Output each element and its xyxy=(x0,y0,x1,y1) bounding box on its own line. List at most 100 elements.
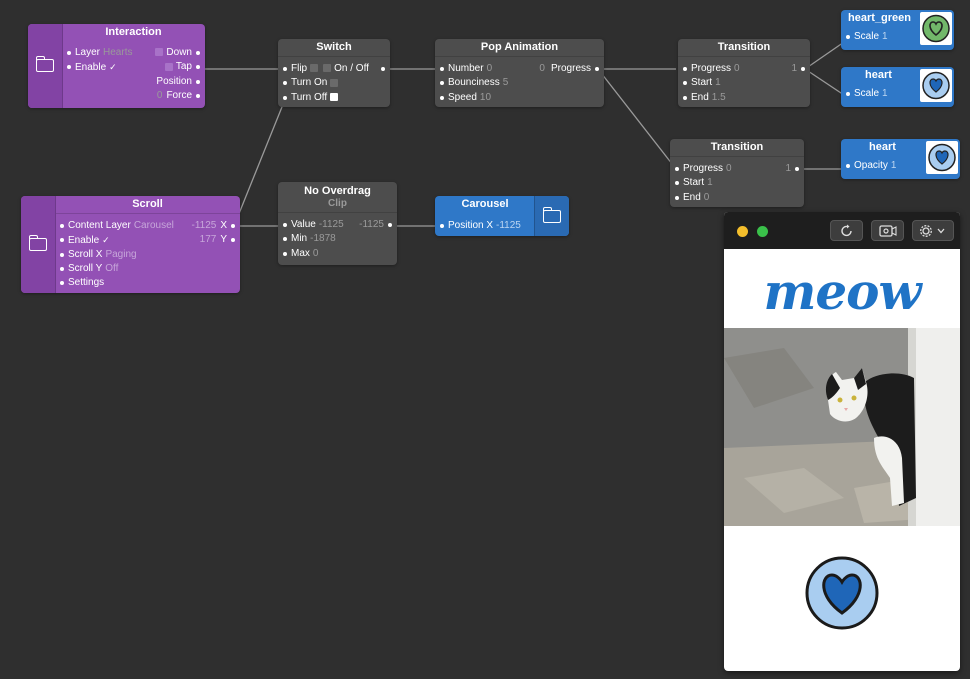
port-in[interactable] xyxy=(67,51,71,55)
cat-photo[interactable] xyxy=(724,328,960,526)
refresh-button[interactable] xyxy=(830,220,863,241)
pulse-button-icon[interactable] xyxy=(330,92,339,101)
port-out[interactable] xyxy=(196,65,200,70)
port-in[interactable] xyxy=(60,281,64,286)
port-out[interactable] xyxy=(196,51,200,55)
port-in[interactable] xyxy=(846,92,850,96)
transition-2-output[interactable]: 1 xyxy=(782,162,804,176)
transition-1-output[interactable]: 1 xyxy=(788,62,810,76)
pulse-button-icon[interactable] xyxy=(323,64,332,73)
port-in[interactable] xyxy=(846,35,850,39)
record-button[interactable] xyxy=(871,220,904,241)
port-in[interactable] xyxy=(683,67,687,71)
port-out[interactable] xyxy=(795,167,799,171)
port-in[interactable] xyxy=(60,266,64,271)
no-overdrag-patch[interactable]: No Overdrag Clip Value-1125 Min-1878 Max… xyxy=(278,182,397,265)
port-out[interactable] xyxy=(196,93,200,98)
port-in[interactable] xyxy=(846,164,850,168)
port-in[interactable] xyxy=(283,67,287,71)
port-in[interactable] xyxy=(283,81,287,86)
interaction-tap-output[interactable]: Tap xyxy=(125,60,205,74)
settings-dropdown-button[interactable] xyxy=(912,220,954,241)
port-in[interactable] xyxy=(283,223,287,227)
port-in[interactable] xyxy=(440,81,444,86)
switch-turnoff-input[interactable]: Turn Off xyxy=(278,91,390,105)
port-in[interactable] xyxy=(283,95,287,100)
port-in[interactable] xyxy=(440,95,444,100)
heart-scale-title: heart xyxy=(865,69,892,81)
carousel-position-x-input[interactable]: Position X-1125 xyxy=(435,219,569,233)
gear-icon xyxy=(920,225,945,237)
port-in[interactable] xyxy=(683,81,687,86)
folder-icon xyxy=(35,56,54,72)
port-in[interactable] xyxy=(440,67,444,71)
carousel-layer[interactable]: Carousel Position X-1125 xyxy=(435,196,569,236)
port-in[interactable] xyxy=(60,238,64,243)
port-in[interactable] xyxy=(283,237,287,242)
port-in[interactable] xyxy=(283,251,287,256)
interaction-down-output[interactable]: Down xyxy=(125,46,205,60)
port-in[interactable] xyxy=(60,252,64,257)
window-close-button[interactable] xyxy=(737,226,748,237)
port-out[interactable] xyxy=(388,223,392,227)
scroll-enable-row[interactable]: Enable✓ xyxy=(55,233,240,247)
folder-icon xyxy=(542,207,561,223)
heart-button[interactable] xyxy=(804,555,880,631)
port-out[interactable] xyxy=(801,67,805,71)
port-out[interactable] xyxy=(595,67,599,71)
port-in[interactable] xyxy=(675,195,679,200)
port-out[interactable] xyxy=(196,79,200,84)
interaction-enable-row[interactable]: Enable✓ xyxy=(62,60,205,74)
port-out[interactable] xyxy=(381,67,385,71)
port-in[interactable] xyxy=(60,224,64,228)
clip-value-input[interactable]: Value-1125 xyxy=(278,218,397,232)
port-out[interactable] xyxy=(231,238,235,243)
scroll-settings-row[interactable]: Settings xyxy=(55,276,240,290)
port-in[interactable] xyxy=(440,224,444,228)
port-in[interactable] xyxy=(675,181,679,186)
clip-min-input[interactable]: Min-1878 xyxy=(278,232,397,246)
switch-turnon-input[interactable]: Turn On xyxy=(278,76,390,90)
pulse-button-icon[interactable] xyxy=(310,64,319,73)
port-in[interactable] xyxy=(67,65,71,70)
pulse-button-icon[interactable] xyxy=(330,78,339,87)
port-in[interactable] xyxy=(683,95,687,100)
prototype-preview-window[interactable]: meow xyxy=(724,212,960,671)
interaction-position-output[interactable]: Position xyxy=(125,75,205,89)
port-out[interactable] xyxy=(231,224,235,228)
clip-output[interactable]: -1125 xyxy=(356,218,397,232)
port-in[interactable] xyxy=(675,167,679,171)
window-maximize-button[interactable] xyxy=(757,226,768,237)
